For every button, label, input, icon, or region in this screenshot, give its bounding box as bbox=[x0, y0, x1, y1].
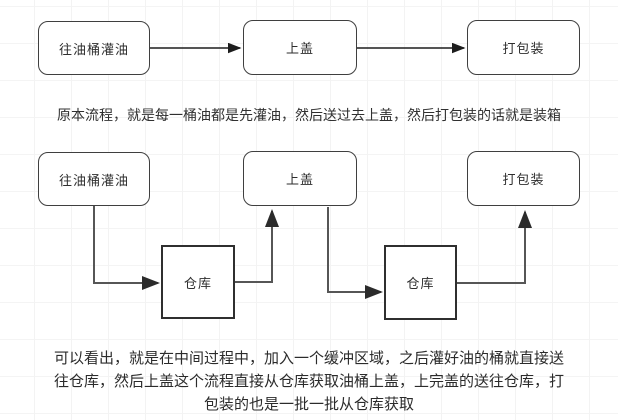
flow2-node-fill-oil: 往油桶灌油 bbox=[38, 152, 150, 206]
flow2-node-warehouse-2: 仓库 bbox=[384, 245, 457, 320]
flow2-caption-line-2: 往仓库，然后上盖这个流程直接从仓库获取油桶上盖，上完盖的送往仓库，打 bbox=[53, 373, 564, 390]
connector-warehouse1-to-cap bbox=[235, 209, 279, 283]
flow1-node-pack: 打包装 bbox=[467, 20, 580, 75]
flow2-caption: 可以看出，就是在中间过程中，加入一个缓冲区域，之后灌好油的桶就直接送 往仓库，然… bbox=[0, 347, 618, 416]
flow1-node-fill-oil: 往油桶灌油 bbox=[38, 21, 150, 75]
flow1-caption: 原本流程，就是每一桶油都是先灌油，然后送过去上盖，然后打包装的话就是装箱 bbox=[57, 107, 561, 123]
flow2-node-warehouse-1: 仓库 bbox=[161, 245, 235, 319]
flow2-warehouse2-label: 仓库 bbox=[406, 276, 435, 291]
flow1-node-cap: 上盖 bbox=[243, 20, 357, 75]
flow2-node-pack-label: 打包装 bbox=[502, 172, 545, 187]
flow2-node-pack: 打包装 bbox=[467, 151, 580, 206]
connector-cap-to-warehouse2 bbox=[327, 207, 383, 299]
flow1-node-pack-label: 打包装 bbox=[502, 41, 545, 56]
flow2-node-cap-label: 上盖 bbox=[285, 172, 314, 187]
flow1-node-cap-label: 上盖 bbox=[285, 41, 314, 56]
flow2-caption-line-3: 包装的也是一批一批从仓库获取 bbox=[203, 396, 414, 413]
connector-warehouse2-to-pack bbox=[457, 210, 532, 284]
flow1-node-fill-oil-label: 往油桶灌油 bbox=[58, 41, 129, 57]
flow2-caption-line-1: 可以看出，就是在中间过程中，加入一个缓冲区域，之后灌好油的桶就直接送 bbox=[53, 350, 564, 367]
connector-fill-to-warehouse1 bbox=[93, 206, 160, 290]
flow2-warehouse1-label: 仓库 bbox=[183, 275, 212, 291]
flow2-node-cap: 上盖 bbox=[243, 151, 357, 206]
flow2-node-fill-oil-label: 往油桶灌油 bbox=[58, 172, 129, 188]
